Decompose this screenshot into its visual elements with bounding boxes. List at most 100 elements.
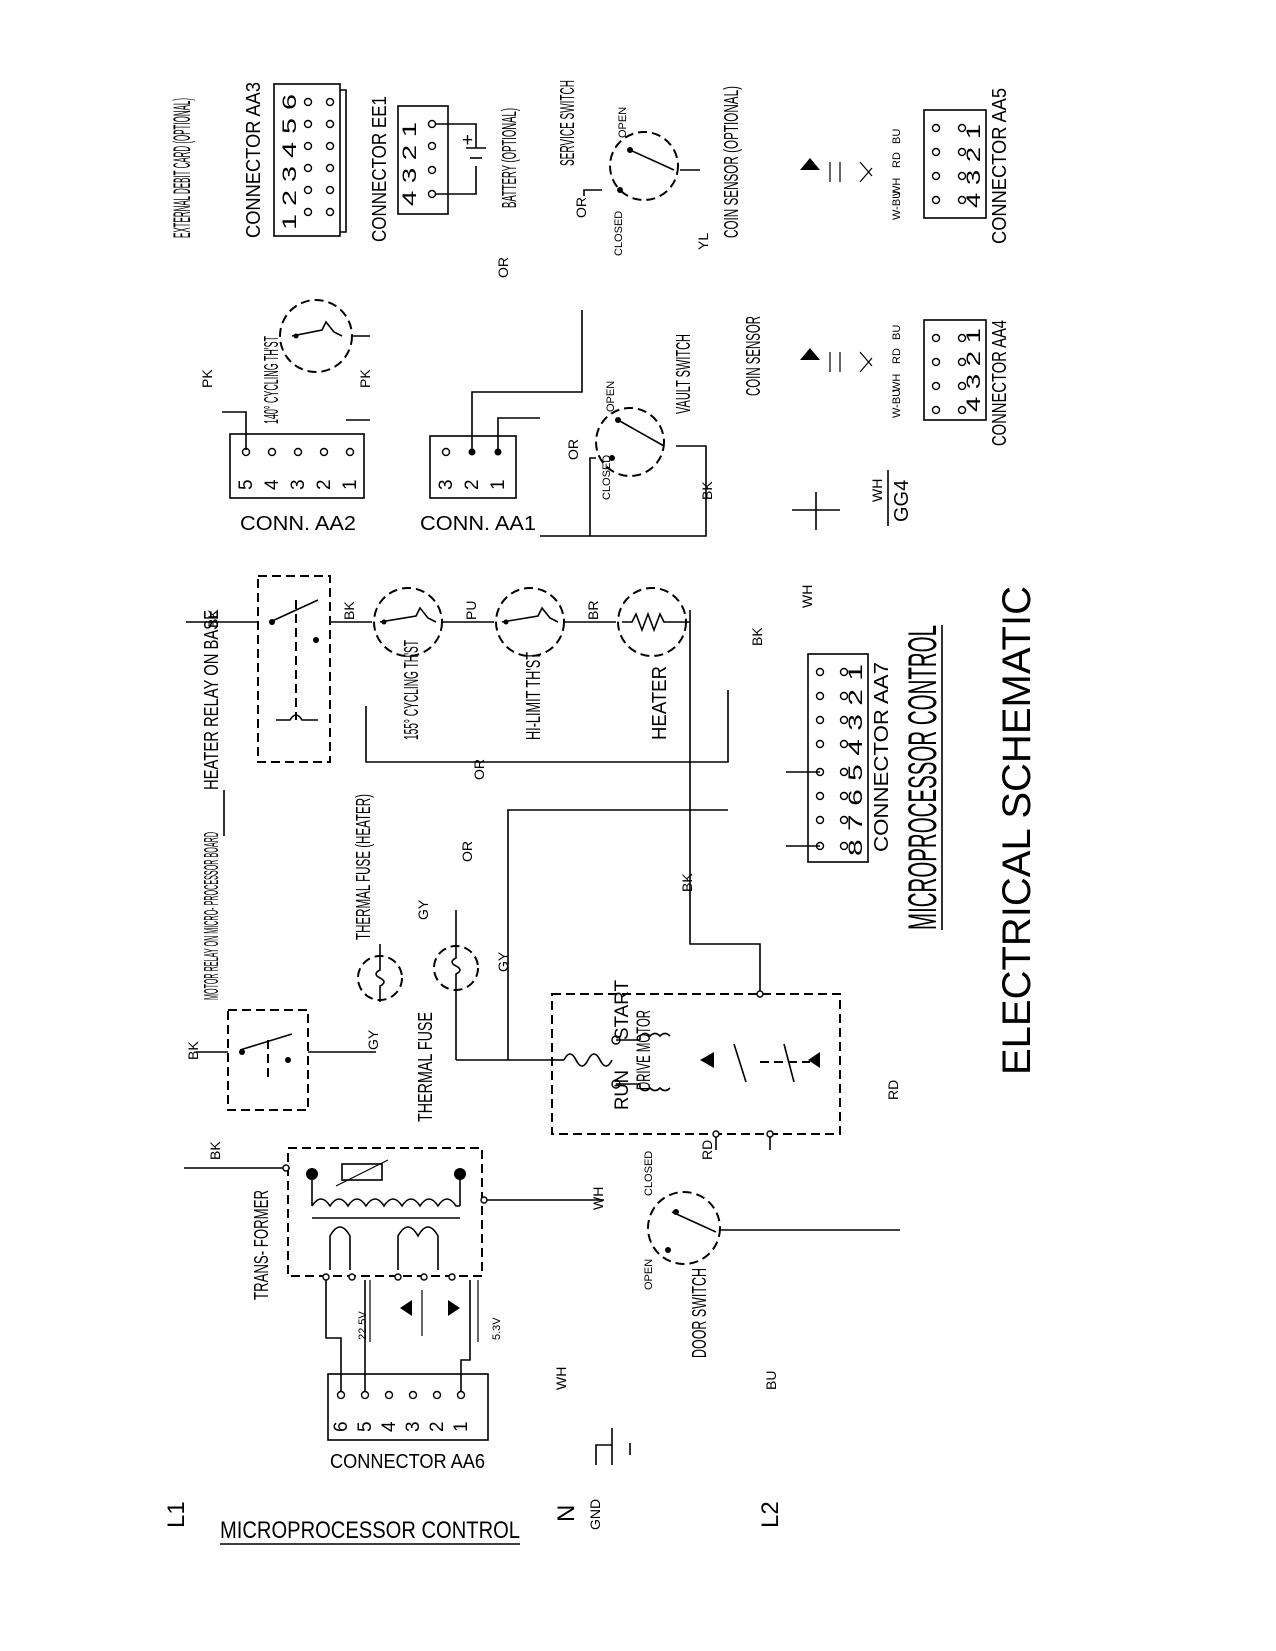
svg-text:4 3 2 1: 4 3 2 1 — [964, 328, 985, 412]
connector-aa3-pin — [325, 163, 335, 173]
svg-text:BK: BK — [341, 601, 357, 620]
svg-text:155° CYCLING TH'ST: 155° CYCLING TH'ST — [401, 640, 423, 740]
heater-element: HEATER — [617, 587, 690, 740]
line-l1-label: L1 — [163, 1501, 190, 1528]
svg-text:2: 2 — [314, 479, 335, 490]
svg-text:WH: WH — [799, 585, 815, 608]
connector-aa4-pin — [931, 381, 941, 391]
svg-text:DOOR SWITCH: DOOR SWITCH — [689, 1268, 711, 1358]
connector-aa7-pin — [839, 667, 849, 677]
connector-aa3-pin — [325, 207, 335, 217]
svg-text:RUN: RUN — [612, 1070, 633, 1110]
svg-text:GY: GY — [495, 951, 511, 972]
svg-text:DRIVE MOTOR: DRIVE MOTOR — [634, 1010, 655, 1090]
connector-aa4-pin — [957, 381, 967, 391]
svg-text:WH: WH — [869, 479, 885, 502]
connector-aa7-pin — [839, 767, 849, 777]
connector-aa7-pin — [839, 715, 849, 725]
svg-text:CONNECTOR AA3: CONNECTOR AA3 — [243, 82, 265, 238]
left-title: MICROPROCESSOR CONTROL — [220, 1517, 520, 1545]
transformer: TRANS- FORMER 22.5V 5.3V — [184, 1147, 604, 1342]
or-wire — [507, 809, 728, 1060]
svg-text:OPEN: OPEN — [617, 107, 629, 138]
svg-text:5.3V: 5.3V — [491, 1317, 503, 1340]
svg-text:GG4: GG4 — [891, 480, 913, 522]
heater-relay: HEATER RELAY ON BASE — [186, 575, 331, 836]
connector-aa4-pin — [931, 405, 941, 415]
svg-text:GY: GY — [415, 899, 431, 920]
svg-text:CONN. AA2: CONN. AA2 — [240, 513, 356, 535]
hi-limit-thermostat: HI-LIMIT TH'ST — [495, 587, 616, 740]
svg-text:4: 4 — [262, 479, 283, 490]
gnd-label: GND — [587, 1499, 603, 1530]
svg-text:8 7 6 5 4 3 2 1: 8 7 6 5 4 3 2 1 — [846, 664, 867, 856]
vault-switch: OPEN CLOSED VAULT SWITCH — [540, 334, 707, 537]
battery-label: BATTERY (OPTIONAL) — [499, 108, 521, 208]
connector-aa3-pin — [325, 119, 335, 129]
svg-text:HI-LIMIT TH'ST: HI-LIMIT TH'ST — [523, 652, 545, 740]
svg-text:PU: PU — [463, 601, 479, 620]
svg-text:2: 2 — [462, 479, 483, 490]
connector-aa3-pin — [303, 119, 313, 129]
svg-text:5: 5 — [236, 479, 257, 490]
svg-text:HEATER RELAY ON BASE: HEATER RELAY ON BASE — [201, 610, 223, 790]
connector-aa5-pin — [931, 123, 941, 133]
svg-text:BK: BK — [185, 1041, 201, 1060]
svg-text:COIN SENSOR: COIN SENSOR — [743, 316, 765, 396]
connector-aa4-pin — [957, 357, 967, 367]
svg-text:CONNECTOR AA5: CONNECTOR AA5 — [989, 88, 1011, 244]
svg-text:MOTOR RELAY ON MICRO- PROCESSO: MOTOR RELAY ON MICRO- PROCESSOR BOARD — [201, 832, 223, 1000]
svg-text:OPEN: OPEN — [605, 381, 617, 412]
svg-text:BU: BU — [891, 325, 903, 340]
svg-text:W-BU: W-BU — [891, 389, 903, 418]
svg-text:OR: OR — [565, 439, 581, 460]
connector-aa5-pin — [931, 147, 941, 157]
svg-text:PK: PK — [199, 369, 215, 388]
svg-text:RD: RD — [885, 1080, 901, 1100]
service-switch: SERVICE SWITCH OPEN CLOSED — [557, 80, 700, 256]
svg-text:HEATER: HEATER — [649, 666, 671, 740]
connector-aa1: 3 2 1 CONN. AA1 — [420, 310, 583, 535]
connector-aa4-pin — [957, 405, 967, 415]
svg-text:BU: BU — [763, 1371, 779, 1390]
svg-text:TRANS- FORMER: TRANS- FORMER — [251, 1190, 273, 1300]
wire-labels: BK WH WH BU RD RD BK GY GY GY OR OR BK B… — [185, 197, 901, 1390]
svg-text:EXTERNAL DEBIT CARD (OPTIONAL): EXTERNAL DEBIT CARD (OPTIONAL) — [169, 98, 196, 238]
svg-text:CLOSED: CLOSED — [601, 455, 613, 500]
connector-aa3-pin — [303, 207, 313, 217]
gg4-ground: GG4 — [792, 470, 913, 530]
svg-text:OR: OR — [459, 841, 475, 862]
svg-text:4 3 2 1: 4 3 2 1 — [964, 124, 985, 208]
svg-text:3: 3 — [403, 1421, 424, 1432]
svg-text:1: 1 — [340, 479, 361, 490]
thermal-fuse: THERMAL FUSE — [415, 944, 552, 1122]
svg-text:RD: RD — [891, 348, 903, 364]
svg-text:VAULT SWITCH: VAULT SWITCH — [673, 334, 695, 414]
connector-aa3-pin — [325, 185, 335, 195]
svg-text:1: 1 — [451, 1421, 472, 1432]
svg-text:2: 2 — [427, 1421, 448, 1432]
svg-text:RD: RD — [891, 152, 903, 168]
svg-text:3: 3 — [288, 479, 309, 490]
connector-aa3-pin — [303, 97, 313, 107]
connector-aa3-pin — [325, 141, 335, 151]
schematic-title: ELECTRICAL SCHEMATIC — [995, 586, 1039, 1075]
connector-aa5-pin — [957, 123, 967, 133]
connector-aa7-pin — [815, 791, 825, 801]
svg-text:1: 1 — [488, 479, 509, 490]
svg-text:CONNECTOR EE1: CONNECTOR EE1 — [369, 96, 391, 242]
svg-text:BK: BK — [207, 1141, 223, 1160]
connector-aa7-pin — [839, 791, 849, 801]
connector-aa7-pin — [815, 667, 825, 677]
svg-text:+: + — [462, 130, 473, 151]
svg-text:CLOSED: CLOSED — [613, 211, 625, 256]
svg-text:SERVICE SWITCH: SERVICE SWITCH — [557, 80, 579, 166]
connector-aa7: 8 7 6 5 4 3 2 1 CONNECTOR AA7 — [786, 653, 893, 863]
svg-text:CONNECTOR AA4: CONNECTOR AA4 — [989, 320, 1011, 446]
svg-text:CONNECTOR AA6: CONNECTOR AA6 — [330, 1451, 485, 1473]
svg-text:THERMAL FUSE (HEATER): THERMAL FUSE (HEATER) — [353, 794, 375, 940]
connector-aa3-pin — [303, 141, 313, 151]
svg-text:CLOSED: CLOSED — [643, 1151, 655, 1196]
connector-aa4-pin — [957, 333, 967, 343]
connector-aa7-pin — [815, 815, 825, 825]
